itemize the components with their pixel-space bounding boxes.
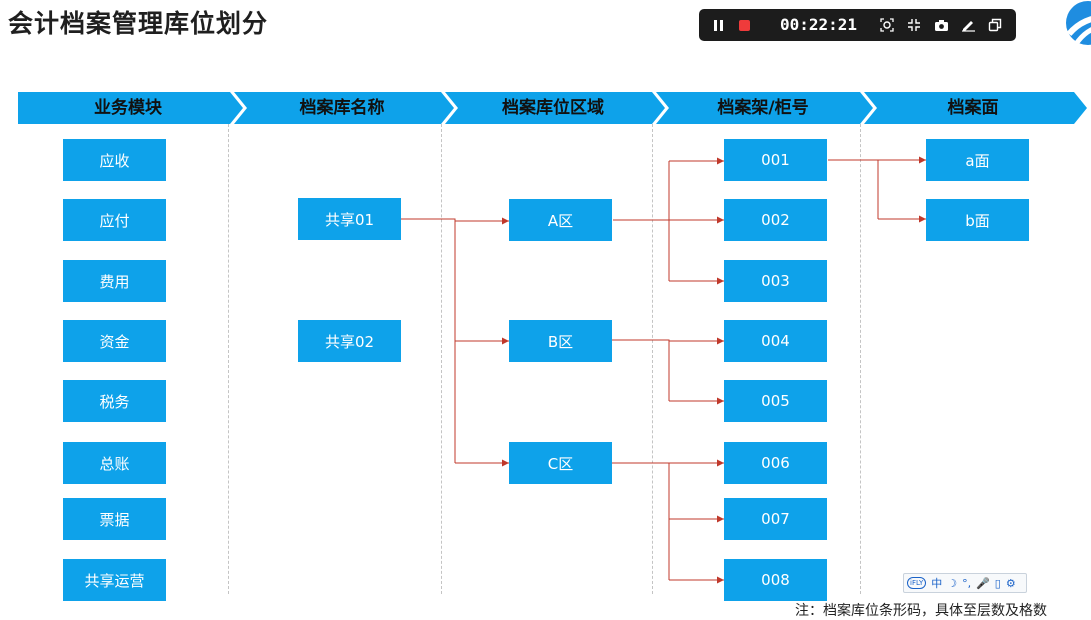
zone-box: B区 [509, 320, 612, 362]
cabinet-box: 008 [724, 559, 827, 601]
module-box: 应付 [63, 199, 166, 241]
cabinet-box: 002 [724, 199, 827, 241]
region-icon[interactable] [876, 9, 898, 41]
pause-icon[interactable] [707, 9, 729, 41]
column-divider [228, 124, 229, 594]
footnote: 注：档案库位条形码，具体至层数及格数 [795, 603, 1047, 619]
cabinet-box: 001 [724, 139, 827, 181]
header-band [18, 92, 1087, 124]
zone-box: A区 [509, 199, 612, 241]
pen-icon[interactable] [957, 9, 979, 41]
module-box: 费用 [63, 260, 166, 302]
stop-icon[interactable] [733, 9, 755, 41]
zone-box: C区 [509, 442, 612, 484]
module-box: 资金 [63, 320, 166, 362]
keyboard-icon[interactable]: ▯ [994, 576, 1001, 590]
recording-timer: 00:22:21 [780, 15, 858, 34]
cabinet-box: 003 [724, 260, 827, 302]
cabinet-box: 006 [724, 442, 827, 484]
module-box: 应收 [63, 139, 166, 181]
library-box: 共享02 [298, 320, 401, 362]
header-col-module: 业务模块 [94, 98, 162, 118]
moon-icon[interactable]: ☽ [947, 576, 958, 590]
ime-logo: iFLY [907, 577, 927, 589]
header-col-zone: 档案库位区域 [502, 98, 604, 118]
page-title: 会计档案管理库位划分 [8, 9, 269, 38]
header-col-face: 档案面 [947, 98, 999, 118]
gear-icon[interactable]: ⚙ [1005, 576, 1016, 590]
cabinet-box: 004 [724, 320, 827, 362]
library-box: 共享01 [298, 198, 401, 240]
cabinet-box: 007 [724, 498, 827, 540]
ime-chinese-mode[interactable]: 中 [931, 577, 943, 590]
punctuation-icon[interactable]: °, [962, 576, 972, 590]
ime-toolbar[interactable]: iFLY 中 ☽ °, 🎤 ▯ ⚙ [903, 573, 1027, 593]
cabinet-box: 005 [724, 380, 827, 422]
column-divider [441, 124, 442, 594]
face-box: a面 [926, 139, 1029, 181]
header-col-cabinet: 档案架/柜号 [717, 98, 809, 118]
face-box: b面 [926, 199, 1029, 241]
camera-icon[interactable] [930, 9, 952, 41]
header-col-library: 档案库名称 [299, 98, 385, 118]
column-divider [860, 124, 861, 594]
module-box: 总账 [63, 442, 166, 484]
module-box: 税务 [63, 380, 166, 422]
shrink-icon[interactable] [903, 9, 925, 41]
column-divider [652, 124, 653, 594]
app-logo-icon [1066, 1, 1091, 46]
microphone-icon[interactable]: 🎤 [976, 576, 990, 590]
screen-recorder-toolbar: 00:22:21 [699, 9, 1016, 41]
module-box: 共享运营 [63, 559, 166, 601]
module-box: 票据 [63, 498, 166, 540]
window-icon[interactable] [984, 9, 1006, 41]
